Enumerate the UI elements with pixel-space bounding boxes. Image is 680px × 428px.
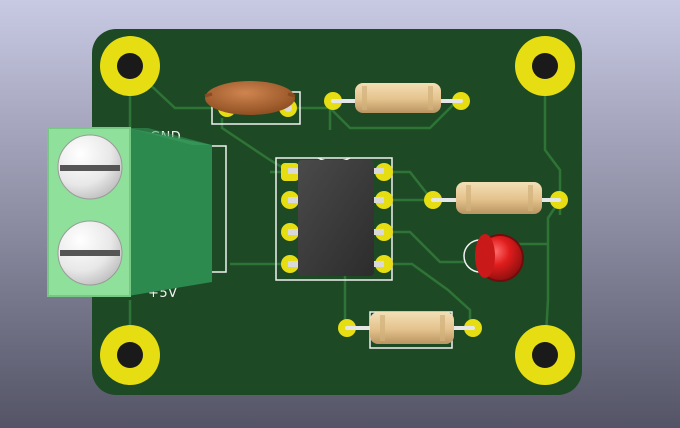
screw-terminal-block[interactable] [47, 127, 212, 297]
screw-icon [57, 220, 123, 286]
resistor-bottom[interactable] [338, 312, 482, 344]
mounting-hole-top-right [515, 36, 575, 96]
resistor-middle[interactable] [424, 182, 568, 214]
ceramic-capacitor[interactable] [204, 81, 296, 115]
red-led[interactable] [463, 234, 524, 282]
dip-ic-chip[interactable] [298, 160, 374, 276]
screw-icon [57, 134, 123, 200]
ic-pins [288, 168, 384, 267]
mounting-hole-top-left [100, 36, 160, 96]
mounting-hole-bottom-right [515, 325, 575, 385]
resistor-top[interactable] [324, 83, 470, 113]
ic-outline [275, 157, 393, 281]
mounting-hole-bottom-left [100, 325, 160, 385]
